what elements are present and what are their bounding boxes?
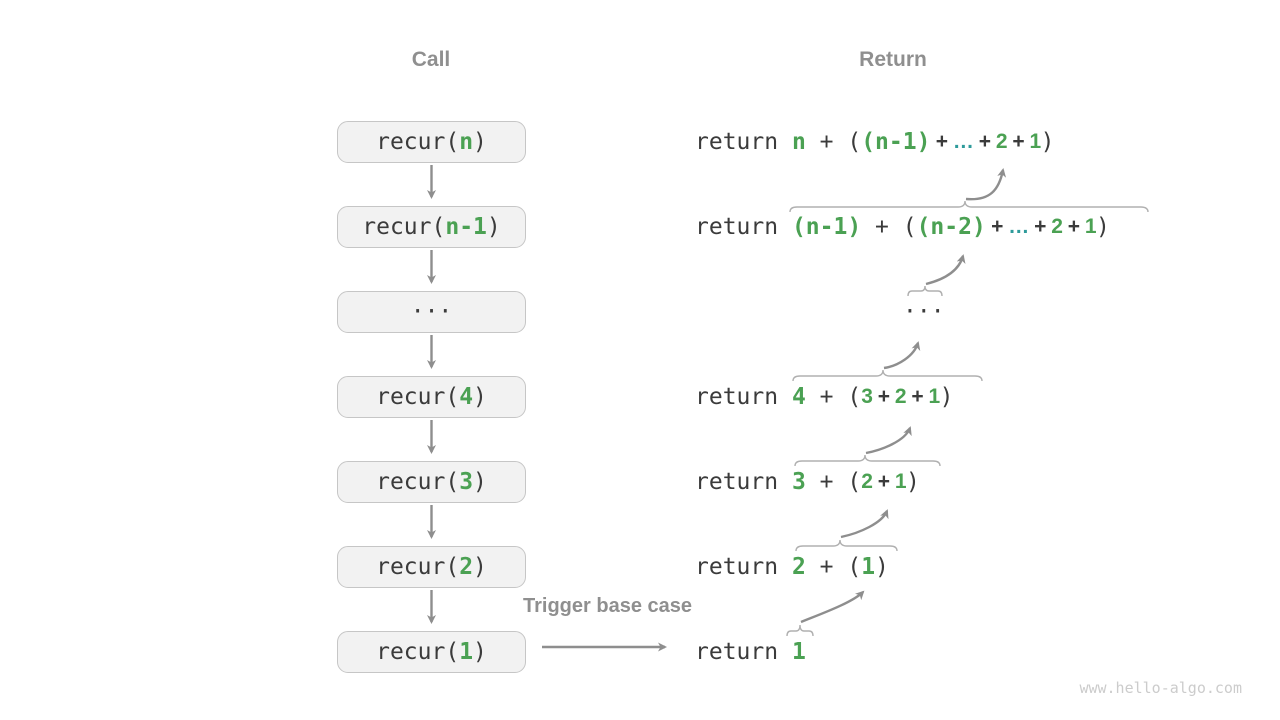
code-segment: recur( bbox=[376, 384, 460, 410]
call-box-recur-n-1: recur(n-1) bbox=[337, 206, 526, 248]
code-segment: + ( bbox=[805, 469, 862, 495]
code-segment: ) bbox=[473, 469, 487, 495]
code-segment: ) bbox=[473, 554, 487, 580]
brace-return-1 bbox=[786, 624, 814, 637]
code-segment: (n-1) bbox=[791, 214, 862, 240]
code-segment: 4 bbox=[459, 384, 474, 410]
code-segment: 2 bbox=[791, 554, 806, 580]
code-segment: 2 bbox=[459, 554, 474, 580]
code-segment: 1 bbox=[459, 639, 474, 665]
return-arrow-1-to-2 bbox=[800, 590, 865, 624]
return-ellipsis-expression: ··· bbox=[903, 291, 945, 333]
code-segment: + bbox=[985, 215, 1009, 238]
return-3-expression: return 3 + (2 + 1) bbox=[695, 461, 920, 503]
code-segment: 1 bbox=[894, 470, 907, 493]
call-box-recur-3: recur(3) bbox=[337, 461, 526, 503]
code-segment: return bbox=[695, 384, 792, 410]
code-segment: 2 bbox=[894, 385, 907, 408]
code-segment: ) bbox=[473, 129, 487, 155]
code-segment: ) bbox=[486, 214, 501, 240]
code-segment: 4 bbox=[791, 384, 806, 410]
code-segment: + bbox=[872, 470, 895, 493]
call-column-header: Call bbox=[411, 48, 451, 71]
code-segment: + ( bbox=[805, 384, 862, 410]
return-2-expression: return 2 + (1) bbox=[695, 546, 889, 588]
code-segment: n bbox=[459, 129, 474, 155]
code-segment: recur( bbox=[376, 129, 460, 155]
code-segment: 1 bbox=[1084, 215, 1097, 238]
code-segment: + bbox=[973, 130, 996, 153]
code-segment: (n-1) bbox=[861, 129, 931, 155]
code-segment: return bbox=[695, 469, 792, 495]
code-segment: return bbox=[695, 639, 792, 665]
call-box-recur-n: recur(n) bbox=[337, 121, 526, 163]
code-segment: ) bbox=[939, 384, 954, 410]
code-segment: recur( bbox=[376, 639, 460, 665]
code-segment: + bbox=[1007, 130, 1030, 153]
return-arrow-2-to-3 bbox=[840, 509, 889, 539]
return-1-expression: return 1 bbox=[695, 631, 806, 673]
code-segment: … bbox=[952, 130, 974, 153]
return-n-1-expression: return (n-1) + ((n-2) + … + 2 + 1) bbox=[695, 206, 1110, 248]
code-segment: + ( bbox=[861, 214, 917, 240]
code-segment: 3 bbox=[459, 469, 474, 495]
code-segment: 2 bbox=[995, 130, 1008, 153]
code-segment: return bbox=[695, 554, 792, 580]
code-segment: + bbox=[1028, 215, 1052, 238]
code-segment: 3 bbox=[791, 469, 806, 495]
brace-return-3 bbox=[794, 454, 941, 467]
code-segment: n-1 bbox=[445, 214, 487, 240]
code-segment: + bbox=[1062, 215, 1085, 238]
code-segment: recur( bbox=[362, 214, 446, 240]
brace-return-4 bbox=[792, 369, 983, 382]
brace-return-n-1 bbox=[789, 200, 1149, 213]
code-segment: n bbox=[791, 129, 806, 155]
return-arrow-3-to-4 bbox=[865, 426, 912, 455]
trigger-base-case-label: Trigger base case bbox=[523, 595, 692, 617]
code-segment: 2 bbox=[861, 470, 873, 493]
call-box-recur-2: recur(2) bbox=[337, 546, 526, 588]
code-segment: ··· bbox=[410, 299, 453, 325]
watermark: www.hello-algo.com bbox=[1079, 679, 1242, 697]
code-segment: ) bbox=[1096, 214, 1110, 240]
code-segment: (n-2) bbox=[916, 214, 986, 240]
return-n-expression: return n + ((n-1) + … + 2 + 1) bbox=[695, 121, 1054, 163]
code-segment: 2 bbox=[1051, 215, 1063, 238]
code-segment: return bbox=[695, 214, 792, 240]
code-segment: + bbox=[930, 130, 953, 153]
code-segment: ) bbox=[875, 554, 889, 580]
call-box-recur-1: recur(1) bbox=[337, 631, 526, 673]
code-segment: ) bbox=[473, 384, 487, 410]
return-column-header: Return bbox=[859, 48, 927, 71]
code-segment: ) bbox=[473, 639, 487, 665]
code-segment: ) bbox=[906, 469, 920, 495]
return-arrow-ellipsis-to-n-1 bbox=[925, 254, 966, 286]
code-segment: 3 bbox=[861, 385, 873, 408]
code-segment: 1 bbox=[791, 639, 806, 665]
code-segment: ··· bbox=[903, 299, 945, 325]
code-segment: 1 bbox=[1029, 130, 1041, 153]
code-segment: 1 bbox=[861, 554, 876, 580]
code-segment: ) bbox=[1040, 129, 1055, 155]
code-segment: + bbox=[906, 385, 929, 408]
code-segment: 1 bbox=[928, 385, 940, 408]
code-segment: return bbox=[695, 129, 792, 155]
return-4-expression: return 4 + (3 + 2 + 1) bbox=[695, 376, 953, 418]
return-arrow-4-to-ellipsis bbox=[883, 341, 921, 370]
call-box-ellipsis: ··· bbox=[337, 291, 526, 333]
call-box-recur-4: recur(4) bbox=[337, 376, 526, 418]
code-segment: + ( bbox=[805, 554, 862, 580]
code-segment: recur( bbox=[376, 554, 460, 580]
code-segment: + ( bbox=[805, 129, 862, 155]
return-arrow-n-1-to-n bbox=[965, 168, 1007, 201]
code-segment: + bbox=[872, 385, 895, 408]
brace-return-ellipsis bbox=[907, 285, 943, 297]
code-segment: recur( bbox=[376, 469, 460, 495]
code-segment: … bbox=[1008, 215, 1029, 238]
brace-return-2 bbox=[795, 539, 898, 552]
